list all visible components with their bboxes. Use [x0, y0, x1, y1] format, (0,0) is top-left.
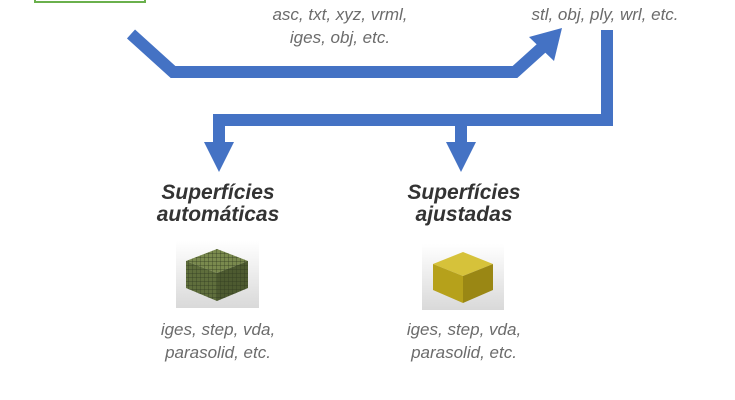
automatic-surface-thumbnail	[176, 241, 259, 308]
output-title-adjusted: Superfícies ajustadas	[407, 181, 521, 226]
source-box	[34, 0, 146, 3]
arrow-surface-split	[213, 30, 613, 148]
point-cloud-formats: asc, txt, xyz, vrml, iges, obj, etc.	[272, 5, 408, 47]
cube-icon	[433, 252, 493, 303]
output-title-automatic: Superfícies automáticas	[156, 181, 280, 226]
arrow-mesh-conversion	[126, 29, 551, 78]
cube-icon	[186, 249, 248, 301]
arrowhead-adjusted	[446, 142, 476, 172]
mesh-formats: stl, obj, ply, wrl, etc.	[531, 5, 679, 24]
output-formats-automatic: iges, step, vda, parasolid, etc.	[160, 320, 276, 362]
adjusted-surface-thumbnail	[422, 244, 504, 310]
arrowhead-automatic	[204, 142, 234, 172]
output-formats-adjusted: iges, step, vda, parasolid, etc.	[406, 320, 522, 362]
arrowhead-mesh	[529, 28, 562, 61]
